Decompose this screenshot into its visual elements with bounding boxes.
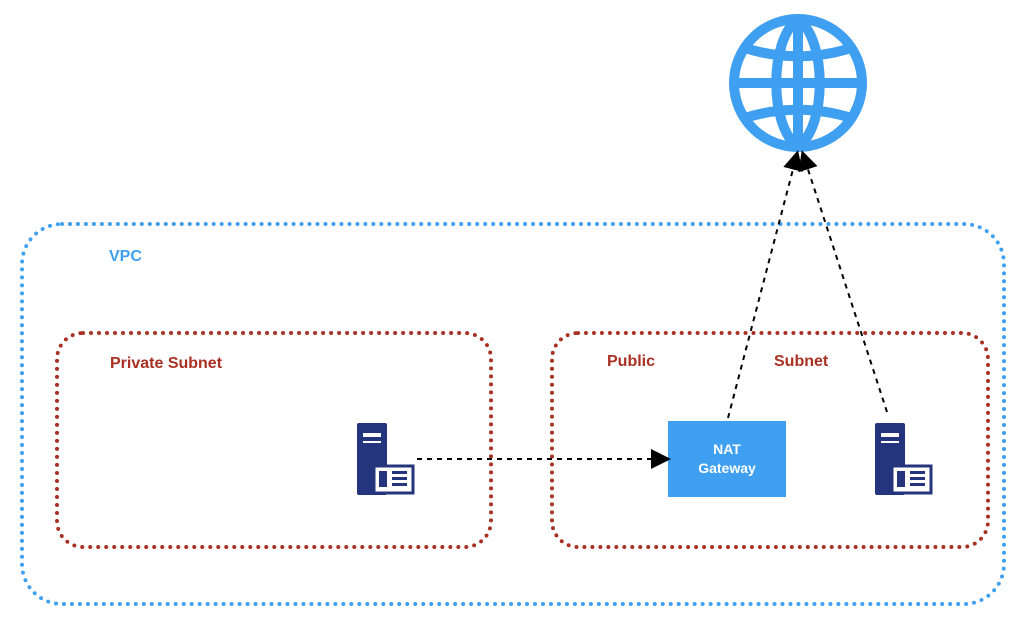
globe-icon	[729, 14, 867, 152]
private-server-icon	[357, 423, 415, 495]
public-subnet-label-subnet: Subnet	[774, 353, 829, 370]
private-subnet-label: Private Subnet	[110, 355, 223, 372]
vpc-label: VPC	[109, 248, 142, 265]
private-subnet-boundary	[55, 331, 493, 549]
nat-gateway-label-line-2: Gateway	[698, 460, 756, 476]
nat-gateway-node: NAT Gateway	[668, 421, 786, 497]
public-server-icon	[875, 423, 933, 495]
vpc-boundary	[20, 222, 1006, 606]
nat-gateway-label-line-1: NAT	[713, 441, 741, 457]
public-subnet-label-public: Public	[607, 353, 656, 370]
